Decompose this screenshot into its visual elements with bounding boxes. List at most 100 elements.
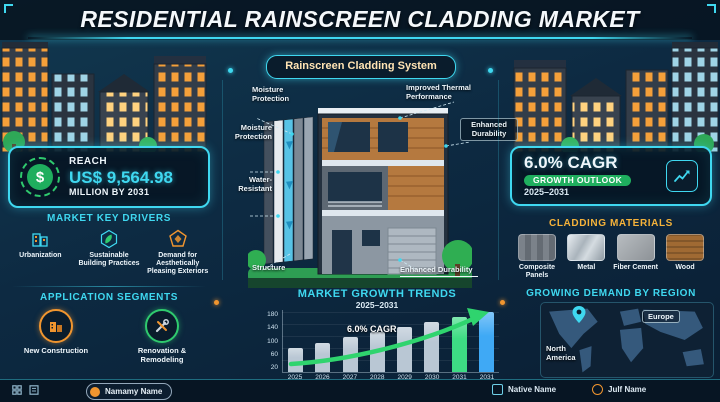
callout-enhanced-durability-right: Enhanced Durability xyxy=(460,118,518,142)
decor-dot xyxy=(228,68,233,73)
callout-moisture-protection-left: Moisture Protection xyxy=(234,123,272,141)
region-north-america: North America xyxy=(546,344,576,362)
bar-2025 xyxy=(288,347,303,372)
callout-moisture-protection-top: Moisture Protection xyxy=(252,85,290,103)
bar-chart-plot: 6.0% CAGR xyxy=(282,308,499,373)
driver-sustainable: Sustainable Building Practices xyxy=(77,229,142,276)
cagr-value: 6.0% CAGR xyxy=(524,153,618,173)
callout-structure: Structure xyxy=(252,263,286,272)
driver-urbanization: Urbanization xyxy=(8,229,73,276)
footer-icon-cluster xyxy=(12,385,39,395)
building-diagram-illustration xyxy=(248,101,472,288)
application-segments-section: APPLICATION SEGMENTS New Construction xyxy=(8,292,210,364)
bar-2029 xyxy=(397,327,413,372)
world-map xyxy=(540,302,714,378)
corner-accent-left xyxy=(4,4,13,13)
material-label: Composite Panels xyxy=(518,264,556,280)
y-tick: 140 xyxy=(267,324,278,332)
credit-label: Julf Name xyxy=(608,385,647,394)
segment-label: New Construction xyxy=(23,346,89,355)
cladding-materials-section: CLADDING MATERIALS Composite Panels Meta… xyxy=(510,218,712,280)
credit-julf: Julf Name xyxy=(592,384,646,395)
application-segments-title: APPLICATION SEGMENTS xyxy=(40,292,178,303)
stat-suffix: MILLION BY 2031 xyxy=(69,187,150,198)
fiber-cement-swatch xyxy=(616,234,655,261)
decor-dot xyxy=(214,300,219,305)
credit-native: Native Name xyxy=(492,384,556,395)
segment-label: Renovation & Remodeling xyxy=(137,346,187,364)
metal-swatch xyxy=(567,234,606,261)
decor-dot xyxy=(488,68,493,73)
new-construction-icon xyxy=(50,322,62,332)
bar-2030 xyxy=(424,321,440,372)
growth-outlook-badge: GROWTH OUTLOOK xyxy=(524,174,632,187)
bar-2026 xyxy=(315,342,331,372)
credit-label: Namamy Name xyxy=(105,387,163,396)
x-tick: 2030 xyxy=(424,374,440,381)
callout-enhanced-durability-bottom: Enhanced Durability xyxy=(400,265,478,277)
badge-icon xyxy=(492,384,503,395)
x-tick: 2028 xyxy=(370,374,385,381)
x-tick: 2031 xyxy=(479,374,495,381)
material-composite: Composite Panels xyxy=(514,234,560,280)
bar-2028 xyxy=(369,332,385,372)
y-tick: 100 xyxy=(267,337,278,345)
left-skyline-illustration xyxy=(1,42,207,152)
bar-2027 xyxy=(342,337,358,372)
grid-icon xyxy=(12,385,22,395)
key-drivers-title: MARKET KEY DRIVERS xyxy=(47,213,171,224)
x-tick: 2026 xyxy=(315,374,330,381)
document-icon xyxy=(29,385,39,395)
diagram-banner: Rainscreen Cladding System xyxy=(266,55,456,79)
page-title: RESIDENTIAL RAINSCREEN CLADDING MARKET xyxy=(80,6,640,32)
material-fiber-cement: Fiber Cement xyxy=(613,234,659,280)
key-drivers-section: MARKET KEY DRIVERS Urbanization Sustaina… xyxy=(8,213,210,276)
decor-line xyxy=(222,80,223,280)
bar-2031 xyxy=(478,311,494,372)
growth-outlook-period: 2025–2031 xyxy=(524,187,570,198)
x-tick: 2031 xyxy=(452,374,467,381)
decor-dot xyxy=(500,300,505,305)
segment-renovation: Renovation & Remodeling xyxy=(126,309,198,364)
cladding-materials-title: CLADDING MATERIALS xyxy=(549,218,673,229)
header-bar: RESIDENTIAL RAINSCREEN CLADDING MARKET xyxy=(0,0,720,40)
market-value: US$ 9,564.98 xyxy=(69,167,173,187)
regions-title: GROWING DEMAND BY REGION xyxy=(526,288,696,299)
stat-prefix: REACH xyxy=(69,156,108,168)
driver-label: Urbanization xyxy=(19,252,62,259)
material-metal: Metal xyxy=(563,234,609,280)
corner-accent-right xyxy=(707,4,716,13)
bar-2031 xyxy=(451,316,467,372)
market-value-panel: $ REACH US$ 9,564.98 MILLION BY 2031 xyxy=(8,146,210,208)
material-label: Metal xyxy=(577,264,596,271)
material-wood: Wood xyxy=(662,234,708,280)
avatar-icon xyxy=(90,386,100,397)
callout-improved-thermal-performance: Improved Thermal Performance xyxy=(406,83,472,101)
decor-line xyxy=(498,80,499,280)
leaf-icon xyxy=(100,229,118,249)
driver-aesthetics: Demand for Aesthetically Pleasing Exteri… xyxy=(145,229,210,276)
urbanization-icon xyxy=(32,233,48,247)
composite-swatch xyxy=(518,234,556,261)
chart-title: MARKET GROWTH TRENDS xyxy=(297,288,457,300)
cagr-annotation: 6.0% CAGR xyxy=(347,324,397,334)
x-tick: 2025 xyxy=(287,374,303,381)
material-label: Wood xyxy=(675,264,695,271)
map-pin-icon xyxy=(572,306,586,323)
right-skyline-illustration xyxy=(513,42,719,152)
x-tick: 2029 xyxy=(397,374,412,381)
growth-chart-icon xyxy=(666,160,698,192)
wood-swatch xyxy=(665,234,704,261)
segment-new-construction: New Construction xyxy=(20,309,92,364)
chart-subtitle: 2025–2031 xyxy=(355,300,399,310)
badge-icon xyxy=(592,384,603,395)
shield-icon xyxy=(168,229,187,247)
driver-label: Sustainable Building Practices xyxy=(78,252,140,268)
credit-namamy: Namamy Name xyxy=(86,383,173,400)
bars xyxy=(283,310,499,372)
regions-section: GROWING DEMAND BY REGION xyxy=(510,288,712,299)
region-europe: Europe xyxy=(642,310,680,323)
